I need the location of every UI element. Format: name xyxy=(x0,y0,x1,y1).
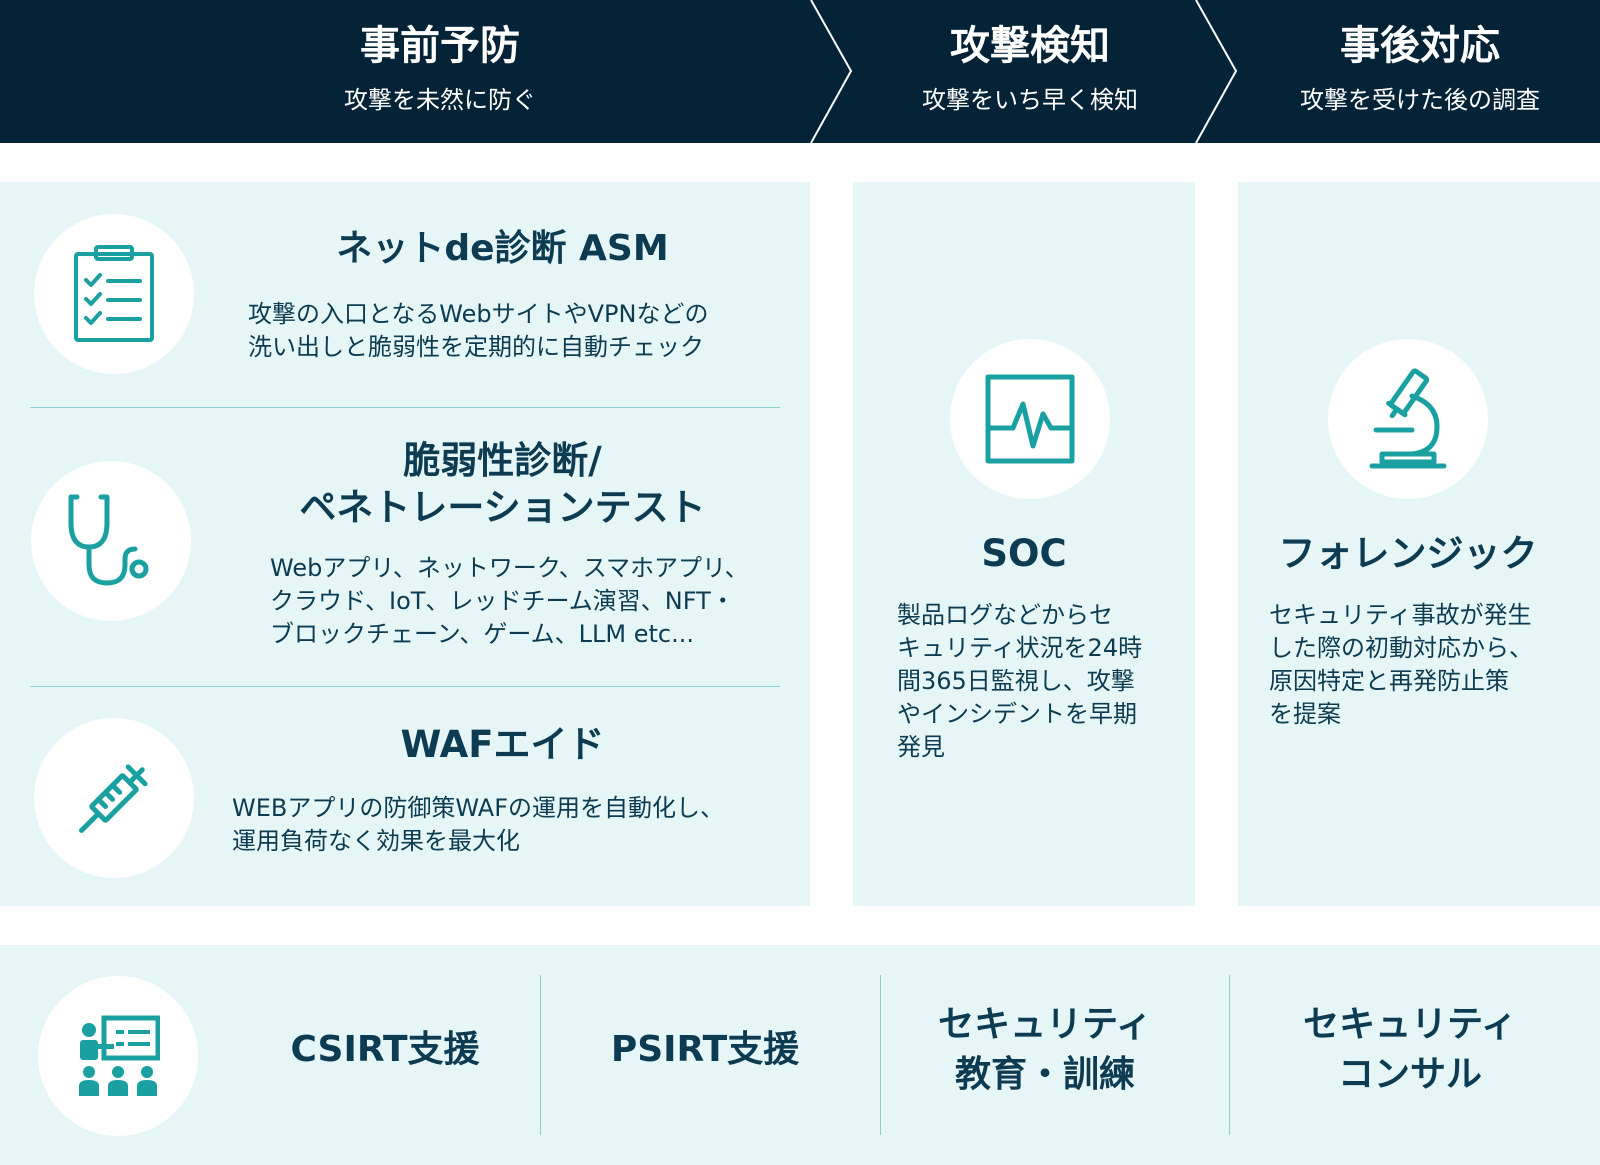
support-item-education: セキュリティ 教育・訓練 xyxy=(938,1004,1152,1095)
monitor-pulse-icon xyxy=(950,339,1110,499)
support-item-psirt: PSIRT支援 xyxy=(610,1029,800,1070)
item-divider xyxy=(30,407,780,408)
support-panel: CSIRT支援 PSIRT支援 セキュリティ 教育・訓練 セキュリティ コンサル xyxy=(0,945,1600,1165)
asm-title: ネットde診断 ASM xyxy=(336,228,669,269)
phase-prevention-title: 事前予防 xyxy=(360,23,520,69)
phase-detection-title: 攻撃検知 xyxy=(950,23,1110,69)
forensics-title: フォレンジック xyxy=(1278,532,1538,575)
support-item-csirt: CSIRT支援 xyxy=(290,1029,480,1070)
detection-panel: SOC 製品ログなどからセ キュリティ状況を24時 間365日監視し、攻撃 やイ… xyxy=(853,182,1195,906)
phase-prevention-subtitle: 攻撃を未然に防ぐ xyxy=(344,86,536,114)
stethoscope-icon xyxy=(31,461,191,621)
support-divider xyxy=(1229,975,1230,1135)
soc-title: SOC xyxy=(981,532,1067,575)
syringe-icon xyxy=(34,718,194,878)
clipboard-checklist-icon xyxy=(34,214,194,374)
phase-response-title: 事後対応 xyxy=(1340,23,1500,69)
phase-response-subtitle: 攻撃を受けた後の調査 xyxy=(1300,86,1540,114)
waf-aid-description: WEBアプリの防御策WAFの運用を自動化し、 運用負荷なく効果を最大化 xyxy=(232,794,724,855)
vuln-assessment-description: Webアプリ、ネットワーク、スマホアプリ、 クラウド、IoT、レッドチーム演習、… xyxy=(270,554,749,648)
presentation-audience-icon xyxy=(38,976,198,1136)
item-divider xyxy=(30,686,780,687)
support-item-consulting: セキュリティ コンサル xyxy=(1303,1004,1517,1095)
microscope-icon xyxy=(1328,339,1488,499)
support-divider xyxy=(880,975,881,1135)
response-panel: フォレンジック セキュリティ事故が発生 した際の初動対応から、 原因特定と再発防… xyxy=(1238,182,1600,906)
prevention-panel: ネットde診断 ASM 攻撃の入口となるWebサイトやVPNなどの 洗い出しと脆… xyxy=(0,182,810,906)
forensics-description: セキュリティ事故が発生 した際の初動対応から、 原因特定と再発防止策 を提案 xyxy=(1269,601,1533,728)
phase-header-arrows xyxy=(0,0,1600,143)
support-divider xyxy=(540,975,541,1135)
phase-detection-subtitle: 攻撃をいち早く検知 xyxy=(922,86,1138,114)
asm-description: 攻撃の入口となるWebサイトやVPNなどの 洗い出しと脆弱性を定期的に自動チェッ… xyxy=(248,300,709,361)
phase-header: 事前予防 攻撃を未然に防ぐ 攻撃検知 攻撃をいち早く検知 事後対応 攻撃を受けた… xyxy=(0,0,1600,143)
vuln-assessment-title: 脆弱性診断/ ペネトレーションテスト xyxy=(299,439,706,529)
waf-aid-title: WAFエイド xyxy=(400,723,605,766)
soc-description: 製品ログなどからセ キュリティ状況を24時 間365日監視し、攻撃 やインシデン… xyxy=(897,601,1143,761)
